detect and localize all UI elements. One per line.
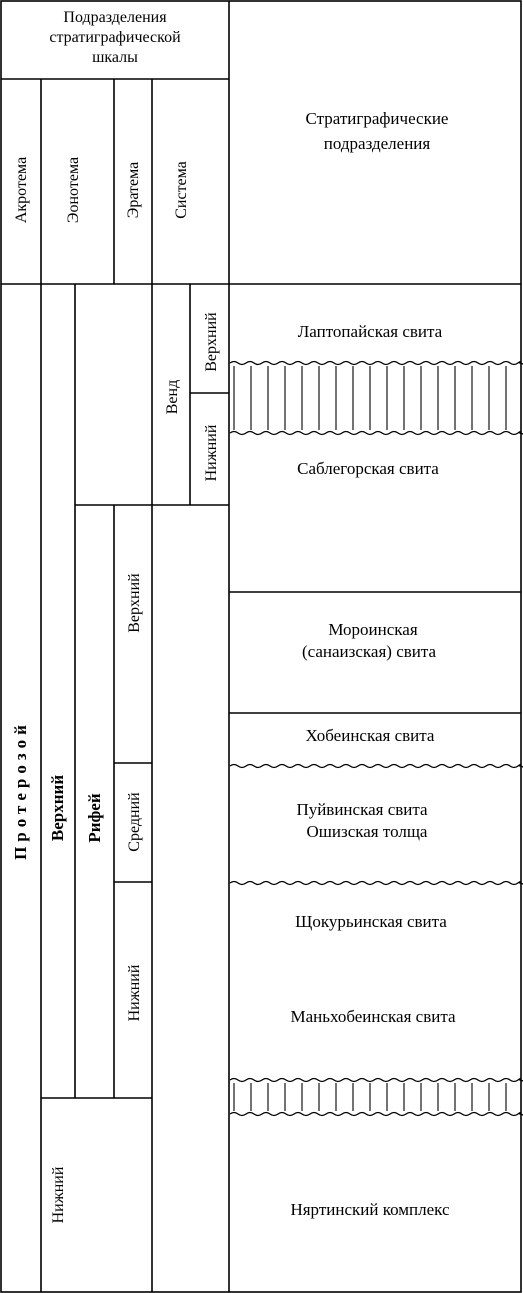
rifei-middle: Средний <box>126 792 143 852</box>
unit-nyartin: Няртинский комплекс <box>290 1200 450 1219</box>
scale-header-line-2: стратиграфической <box>49 29 181 46</box>
header-eonotema: Эонотема <box>65 157 82 223</box>
units-header-line-1: Стратиграфические <box>306 109 449 128</box>
unconformity-wave-line <box>229 763 523 769</box>
rifei-upper: Верхний <box>126 573 143 633</box>
scale-header-line-3: шкалы <box>92 49 138 66</box>
units-header-line-2: подразделения <box>324 134 431 153</box>
unconformity-wave-line <box>229 880 523 886</box>
unit-shchokur: Щокурьинская свита <box>295 912 447 931</box>
vend-lower: Нижний <box>203 424 220 481</box>
header-eratema: Эратема <box>125 162 142 218</box>
akrotema-proterozoi: Протерозой <box>11 720 30 860</box>
unit-hobein: Хобеинская свита <box>306 726 435 745</box>
eonotema-lower: Нижний <box>50 1166 67 1223</box>
eratema-rifei: Рифей <box>85 793 104 842</box>
unit-puivin: Пуйвинская свита <box>296 800 428 819</box>
header-sistema: Система <box>173 161 190 219</box>
unit-moroin-line-1: Мороинская <box>328 620 417 639</box>
rifei-lower: Нижний <box>126 964 143 1021</box>
unconformity-wave-line <box>229 1111 523 1117</box>
unit-laptopai: Лаптопайская свита <box>298 322 443 341</box>
eonotema-upper: Верхний <box>48 775 67 841</box>
sistema-vend: Венд <box>164 380 181 414</box>
unit-sablegor: Саблегорская свита <box>297 459 439 478</box>
unconformity-wavy-lines <box>229 360 523 1117</box>
unconformity-wave-line <box>229 360 523 366</box>
scale-header-line-1: Подразделения <box>63 9 167 26</box>
unconformity-hatch-upper <box>233 366 507 430</box>
unit-manhobein: Маньхобеинская свита <box>290 1007 455 1026</box>
vend-upper: Верхний <box>203 312 220 372</box>
unconformity-wave-line <box>229 430 523 436</box>
header-akrotema: Акротема <box>13 157 30 223</box>
unconformity-hatch-lower <box>233 1083 507 1111</box>
unit-moroin-line-2: (санаизская) свита <box>302 642 437 661</box>
unit-oshiz: Ошизская толща <box>307 822 428 841</box>
unconformity-wave-line <box>229 1077 523 1083</box>
